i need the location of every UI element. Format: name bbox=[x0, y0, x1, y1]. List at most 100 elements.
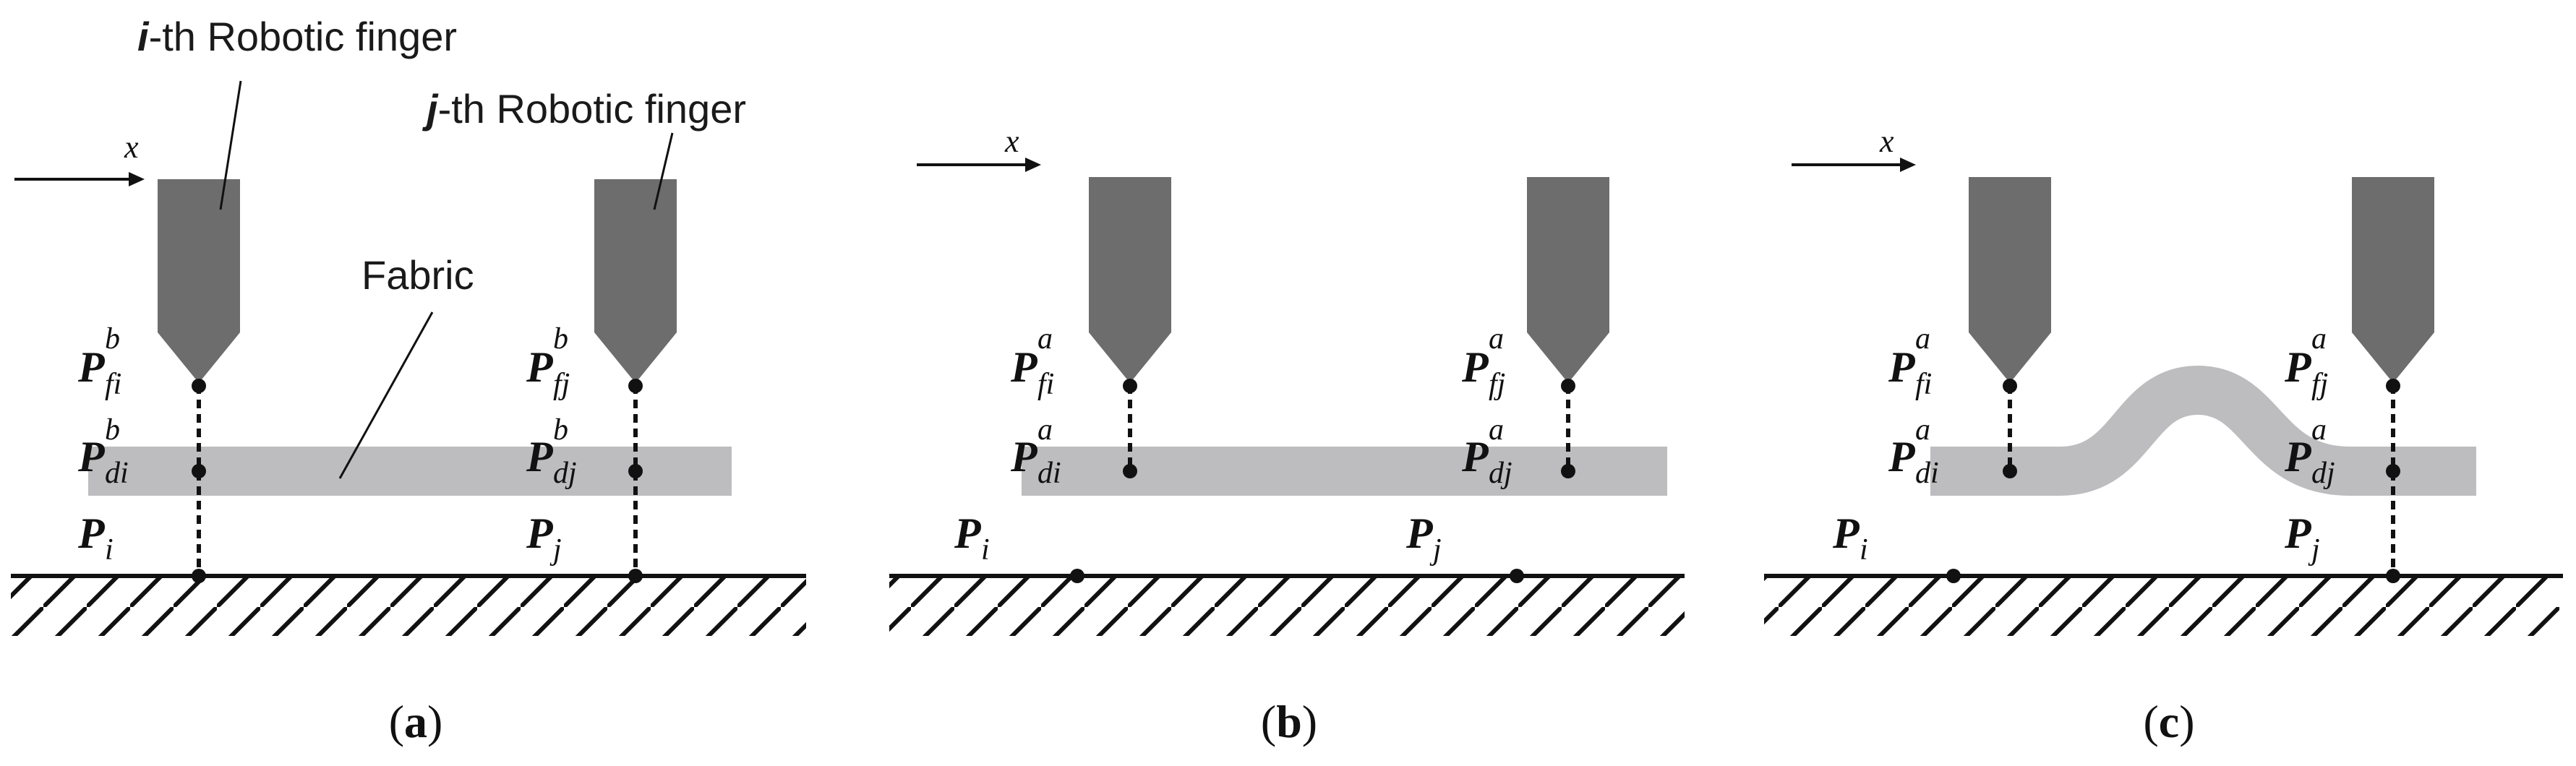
svg-text:fj: fj bbox=[553, 368, 570, 401]
svg-text:i: i bbox=[981, 533, 990, 567]
svg-text:P: P bbox=[1405, 509, 1434, 557]
robotic-finger-j bbox=[1527, 177, 1609, 383]
svg-text:P: P bbox=[77, 433, 106, 481]
svg-text:P: P bbox=[526, 433, 554, 481]
svg-text:P: P bbox=[954, 509, 982, 557]
svg-text:P: P bbox=[2284, 343, 2312, 391]
svg-text:a: a bbox=[1037, 413, 1053, 447]
point-pdj bbox=[1561, 464, 1575, 478]
svg-text:b: b bbox=[105, 413, 120, 447]
svg-text:j: j bbox=[549, 533, 562, 567]
point-pj bbox=[1510, 569, 1524, 583]
svg-text:dj: dj bbox=[1489, 457, 1512, 490]
math-label-pi: P i bbox=[77, 509, 114, 567]
x-direction-arrow: x bbox=[1792, 124, 1916, 172]
svg-text:P: P bbox=[1010, 343, 1038, 391]
point-pi bbox=[1070, 569, 1084, 583]
svg-text:P: P bbox=[2284, 509, 2312, 557]
math-label-pfi-a: P a fi bbox=[1888, 322, 1932, 401]
svg-text:a: a bbox=[1489, 322, 1504, 356]
math-label-pfj-a: P a fj bbox=[2284, 322, 2328, 401]
svg-text:j: j bbox=[2308, 533, 2320, 567]
svg-text:fj: fj bbox=[2311, 368, 2328, 401]
svg-text:a: a bbox=[1037, 322, 1053, 356]
svg-text:fi: fi bbox=[105, 368, 121, 401]
svg-text:fi: fi bbox=[1915, 368, 1932, 401]
x-axis-label: x bbox=[1879, 124, 1894, 159]
robotic-finger-i bbox=[158, 179, 240, 383]
math-label-pfj-b: P b fj bbox=[526, 322, 570, 401]
point-pfj bbox=[2386, 379, 2400, 393]
x-axis-label: x bbox=[124, 129, 139, 165]
point-pdi bbox=[1123, 464, 1137, 478]
ground bbox=[1764, 574, 2563, 636]
fabric-strip-buckled bbox=[1930, 365, 2476, 496]
svg-text:dj: dj bbox=[553, 457, 577, 490]
svg-text:di: di bbox=[1037, 457, 1061, 490]
point-pfj bbox=[628, 379, 643, 393]
math-label-pi: P i bbox=[1832, 509, 1868, 567]
math-label-pdj-a: P a dj bbox=[2284, 413, 2335, 490]
math-label-pj: P j bbox=[2284, 509, 2320, 567]
panel-b: x P a fi P a di P i P bbox=[889, 124, 1685, 747]
svg-text:P: P bbox=[77, 343, 106, 391]
point-pdj bbox=[2386, 464, 2400, 478]
svg-text:i: i bbox=[105, 533, 114, 567]
point-pfj bbox=[1561, 379, 1575, 393]
svg-text:P: P bbox=[1832, 509, 1860, 557]
math-label-pi: P i bbox=[954, 509, 990, 567]
point-pi bbox=[192, 569, 206, 583]
caption-c: (c) bbox=[2143, 696, 2194, 747]
robotic-finger-j bbox=[594, 179, 677, 383]
math-label-pj: P j bbox=[1405, 509, 1442, 567]
leader-finger-i bbox=[219, 80, 242, 210]
panel-c: x P a fi P a di P i bbox=[1764, 124, 2563, 747]
label-finger-j: j-th Robotic finger bbox=[422, 86, 746, 132]
point-pfi bbox=[192, 379, 206, 393]
robotic-finger-i bbox=[1089, 177, 1171, 383]
math-label-pdi-b: P b di bbox=[77, 413, 129, 490]
math-label-pfj-a: P a fj bbox=[1461, 322, 1505, 401]
math-label-pfi-b: P b fi bbox=[77, 322, 121, 401]
caption-a: (a) bbox=[389, 696, 443, 747]
point-pdj bbox=[628, 464, 643, 478]
svg-text:P: P bbox=[1888, 343, 1916, 391]
svg-text:P: P bbox=[1461, 343, 1489, 391]
point-pfi bbox=[1123, 379, 1137, 393]
svg-text:P: P bbox=[1010, 433, 1038, 481]
svg-text:a: a bbox=[1915, 413, 1930, 447]
robotic-finger-j bbox=[2352, 177, 2434, 383]
x-direction-arrow: x bbox=[14, 129, 145, 186]
svg-text:P: P bbox=[1888, 433, 1916, 481]
point-pdi bbox=[2003, 464, 2017, 478]
ground bbox=[889, 574, 1685, 636]
panel-a: x i-th Robotic finger j-th Robotic finge… bbox=[11, 14, 806, 747]
leader-finger-j bbox=[653, 132, 674, 210]
caption-b: (b) bbox=[1261, 696, 1317, 747]
leader-fabric bbox=[338, 311, 434, 479]
svg-text:b: b bbox=[553, 322, 568, 356]
svg-text:fi: fi bbox=[1037, 368, 1054, 401]
math-label-pdi-a: P a di bbox=[1888, 413, 1939, 490]
svg-text:b: b bbox=[553, 413, 568, 447]
svg-text:di: di bbox=[105, 457, 129, 490]
svg-text:P: P bbox=[526, 509, 554, 557]
svg-text:fj: fj bbox=[1489, 368, 1505, 401]
svg-text:P: P bbox=[77, 509, 106, 557]
svg-text:P: P bbox=[2284, 433, 2312, 481]
point-pi bbox=[1946, 569, 1961, 583]
label-finger-i: i-th Robotic finger bbox=[137, 14, 457, 59]
ground bbox=[11, 574, 806, 636]
math-label-pfi-a: P a fi bbox=[1010, 322, 1054, 401]
math-label-pdi-a: P a di bbox=[1010, 413, 1061, 490]
math-label-pdj-b: P b dj bbox=[526, 413, 577, 490]
svg-text:a: a bbox=[1915, 322, 1930, 356]
point-pj bbox=[2386, 569, 2400, 583]
svg-text:P: P bbox=[526, 343, 554, 391]
svg-text:a: a bbox=[2311, 413, 2327, 447]
svg-text:dj: dj bbox=[2311, 457, 2335, 490]
x-direction-arrow: x bbox=[917, 124, 1041, 172]
math-label-pdj-a: P a dj bbox=[1461, 413, 1512, 490]
point-pdi bbox=[192, 464, 206, 478]
